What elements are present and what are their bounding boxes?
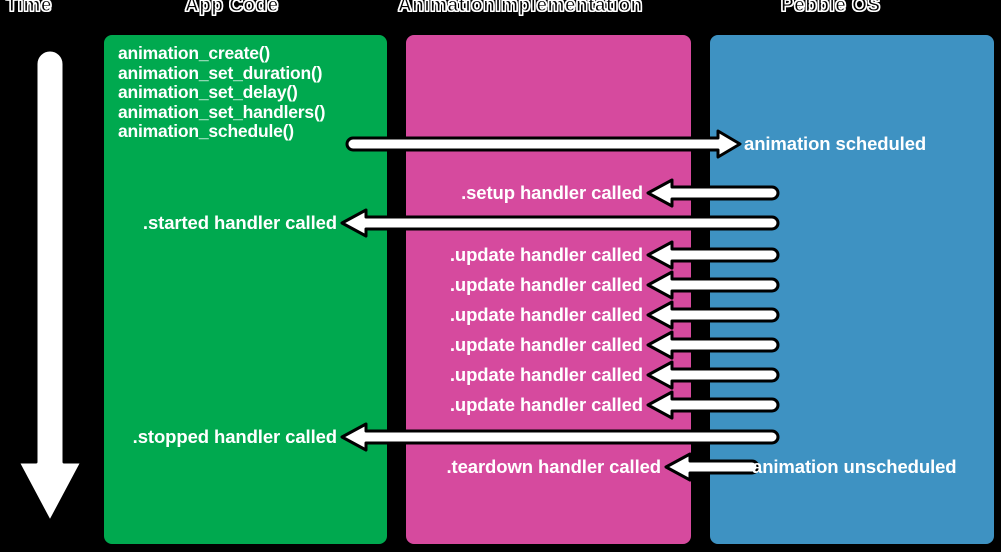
- arrow-left-icon: [646, 270, 780, 300]
- column-header-app-code: App Code: [185, 0, 279, 17]
- arrow-right-icon: [345, 129, 742, 159]
- arrow-left-icon: [664, 452, 760, 482]
- message-row-update-handler: .update handler called: [0, 390, 1001, 420]
- message-row-stopped-handler: .stopped handler called: [0, 422, 1001, 452]
- app-call-item: animation_set_handlers(): [118, 101, 326, 122]
- message-label: .teardown handler called: [446, 456, 661, 477]
- app-call-item: animation_create(): [118, 43, 271, 63]
- message-row-update-handler: .update handler called: [0, 240, 1001, 270]
- column-header-pebble-os: Pebble OS: [781, 0, 881, 17]
- message-label: .update handler called: [449, 364, 643, 385]
- arrow-left-icon: [646, 330, 780, 360]
- arrow-left-icon: [646, 240, 780, 270]
- message-label: .update handler called: [449, 304, 643, 325]
- lane-app-code: [101, 32, 390, 547]
- arrow-left-icon: [646, 178, 780, 208]
- message-label: .update handler called: [449, 394, 643, 415]
- message-label: animation scheduled: [744, 133, 927, 154]
- message-label: .started handler called: [142, 212, 337, 233]
- app-call-item: animation_set_duration(): [118, 62, 323, 83]
- arrow-left-icon: [340, 208, 780, 238]
- arrow-left-icon: [646, 360, 780, 390]
- message-row-started-handler: .started handler called: [0, 208, 1001, 238]
- message-row-update-handler: .update handler called: [0, 300, 1001, 330]
- message-label: .update handler called: [449, 244, 643, 265]
- app-call-item: animation_set_delay(): [118, 82, 298, 103]
- message-label: animation unscheduled: [752, 456, 957, 477]
- message-label: .stopped handler called: [132, 426, 337, 447]
- message-label: .update handler called: [449, 334, 643, 355]
- message-row-update-handler: .update handler called: [0, 330, 1001, 360]
- message-row-update-handler: .update handler called: [0, 270, 1001, 300]
- column-header-time: Time: [5, 0, 53, 17]
- message-row-animation-scheduled: animation scheduled: [0, 129, 1001, 159]
- arrow-left-icon: [646, 390, 780, 420]
- app-call-item: animation_schedule(): [118, 121, 294, 142]
- message-label: .setup handler called: [461, 182, 643, 203]
- arrow-left-icon: [646, 300, 780, 330]
- message-row-teardown-handler: .teardown handler called animation unsch…: [0, 452, 1001, 482]
- arrow-left-icon: [340, 422, 780, 452]
- lane-animation-implementation: [403, 32, 694, 547]
- message-row-update-handler: .update handler called: [0, 360, 1001, 390]
- app-code-call-list: animation_create() animation_set_duratio…: [118, 43, 326, 142]
- time-down-arrow-icon: [16, 48, 84, 524]
- message-row-setup-handler: .setup handler called: [0, 178, 1001, 208]
- message-label: .update handler called: [449, 274, 643, 295]
- column-header-animation-implementation: AnimationImplementation: [398, 0, 643, 17]
